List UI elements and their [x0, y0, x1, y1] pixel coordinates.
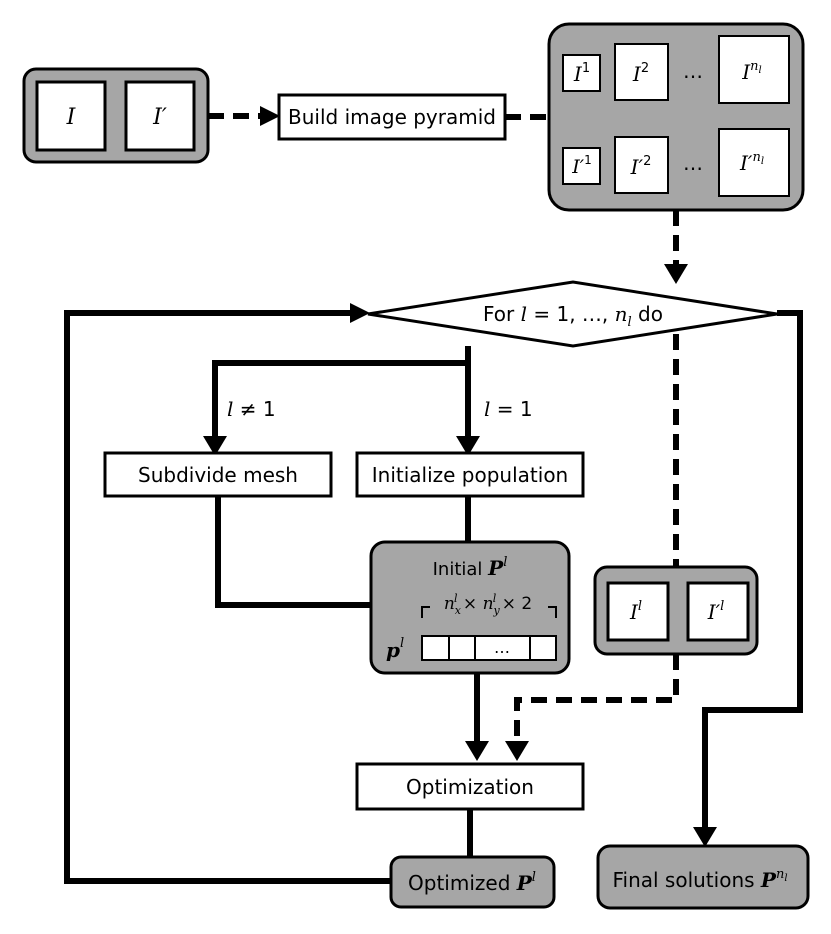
pyramid-label-prime-2: I′2: [630, 154, 652, 179]
build-pyramid-box: [277, 93, 507, 141]
final-solutions-box: [596, 844, 810, 910]
pyramid-label-prime-n: I′nl: [739, 150, 764, 175]
subdivide-mesh-label: Subdivide mesh: [138, 463, 298, 487]
loop-label: For l = 1, …, nl do: [483, 302, 663, 330]
vector-cells: [421, 635, 557, 661]
arrowhead-branch-right: [456, 436, 480, 456]
pyramid-image-prime-2: [614, 136, 669, 194]
initial-population-label: Initial Pl: [433, 555, 508, 580]
arrowhead-loop-back: [350, 303, 370, 323]
level-image-i: [606, 581, 670, 642]
initialize-population-box: [355, 451, 585, 498]
initialize-population-label: Initialize population: [372, 463, 568, 487]
subdivide-mesh-box: [103, 451, 333, 498]
dimension-label-bg: [430, 593, 548, 613]
pyramid-label-1: I1: [573, 61, 590, 86]
optimization-box: [355, 762, 585, 811]
level-image-i-prime: [686, 581, 750, 642]
input-label-i: I: [66, 105, 77, 130]
line-subdivide-to-initial: [215, 496, 371, 608]
pyramid-label-n: Inl: [741, 59, 761, 84]
level-label-i: Il: [629, 599, 642, 624]
vector-label: pl: [386, 636, 404, 662]
pyramid-label-2: I2: [632, 61, 649, 86]
dimension-label: nxl × nyl × 2: [444, 592, 532, 617]
pyramid-label-prime-1: I′1: [571, 153, 591, 178]
pyramid-image-prime-n: [718, 128, 790, 197]
branch-left-line: [212, 360, 468, 438]
branch-left-label: l ≠ 1: [227, 397, 276, 421]
arrowhead-final: [693, 827, 717, 847]
optimized-label: Optimized Pl: [408, 870, 536, 895]
final-solutions-label: Final solutions Pnl: [612, 867, 787, 892]
loop-back-line: [64, 310, 391, 884]
pyramid-image-n: [718, 35, 790, 104]
pyramid-image-2: [614, 43, 669, 101]
pyramid-image-prime-1: [562, 147, 601, 185]
branch-right-label: l = 1: [484, 397, 533, 421]
pyramid-dots-1: …: [683, 59, 703, 83]
optimized-box: [389, 855, 556, 909]
arrowhead-level-images-to-optimization: [505, 741, 529, 761]
arrowhead-input-to-build: [260, 106, 280, 126]
arrowhead-pyramid-to-loop: [664, 264, 688, 284]
build-pyramid-label: Build image pyramid: [288, 105, 496, 129]
vector-cells-dots: …: [494, 638, 510, 657]
arrowhead-branch-left: [203, 436, 227, 456]
level-label-i-prime: I′l: [707, 599, 725, 624]
pyramid-dots-2: …: [683, 151, 703, 175]
pyramid-image-1: [562, 54, 601, 92]
arrowhead-initial-to-optimization: [465, 741, 489, 761]
optimization-label: Optimization: [406, 775, 534, 799]
loop-exit-line: [702, 310, 803, 829]
dashed-level-images-to-optimization: [514, 654, 679, 743]
input-label-i-prime: I′: [152, 105, 167, 130]
input-image-i: [35, 80, 107, 152]
input-image-i-prime: [124, 80, 196, 152]
